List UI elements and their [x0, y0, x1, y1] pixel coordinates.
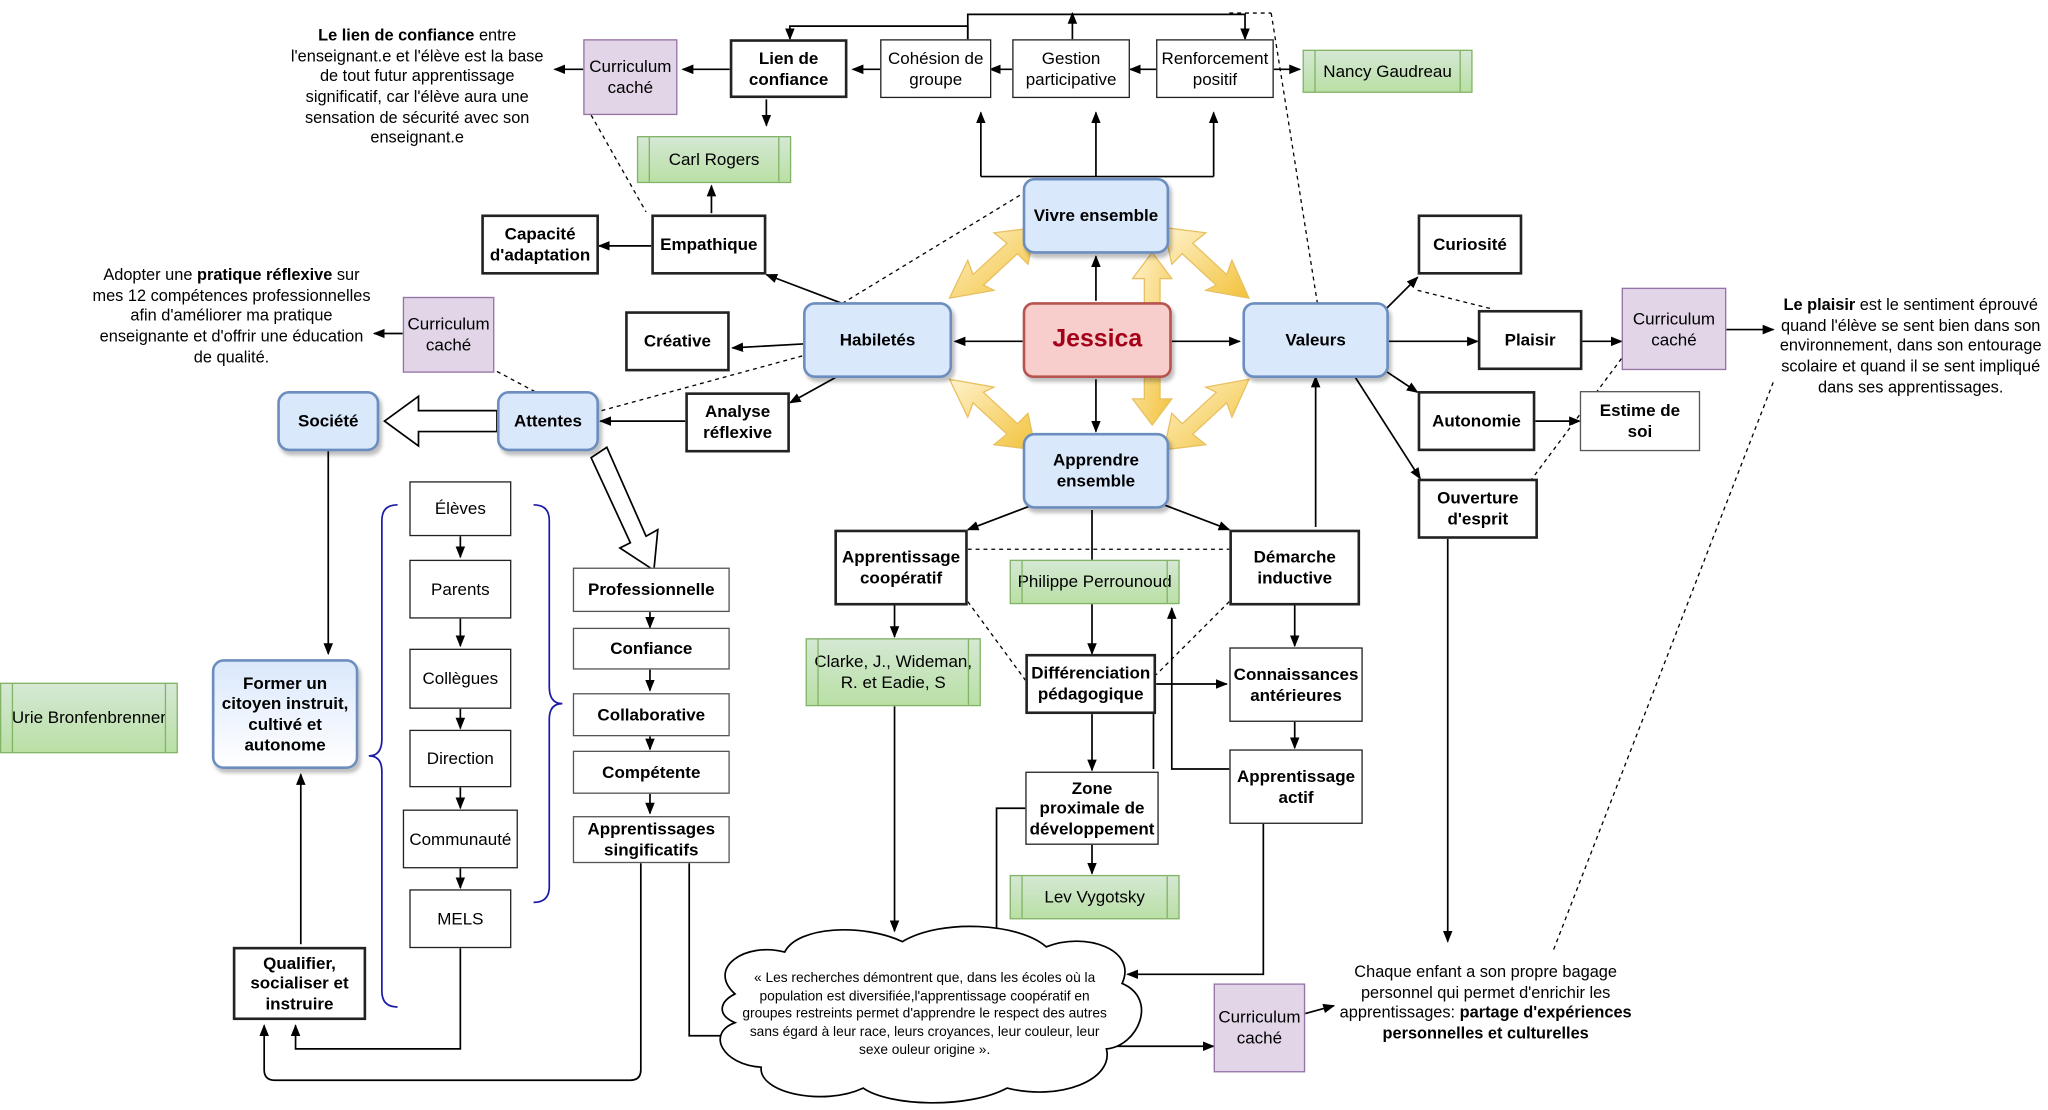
- attentes-node[interactable]: Attentes: [496, 391, 599, 452]
- yellow-arrow-se: [1163, 378, 1251, 451]
- urie-bronfenbrenner-node[interactable]: Urie Bronfenbrenner: [0, 682, 178, 754]
- carl-rogers-node[interactable]: Carl Rogers: [636, 136, 792, 184]
- philippe-perrounoud-node[interactable]: Philippe Perrounoud: [1009, 559, 1180, 605]
- valeurs-node[interactable]: Valeurs: [1242, 302, 1389, 378]
- note-plaisir-rest: est le sentiment éprouvé quand l'élève s…: [1779, 295, 2042, 396]
- estime-de-soi-node[interactable]: Estime de soi: [1579, 391, 1701, 452]
- apprendre-ensemble-node[interactable]: Apprendre ensemble: [1022, 432, 1170, 509]
- note-bagage-personnel: Chaque enfant a son propre bagage person…: [1337, 963, 1635, 1045]
- apprentissage-actif-node[interactable]: Apprentissage actif: [1229, 749, 1363, 824]
- note-plaisir-bold: Le plaisir: [1783, 295, 1856, 314]
- hollow-arrow-to-societe: [383, 394, 498, 448]
- note-plaisir: Le plaisir est le sentiment éprouvé quan…: [1773, 296, 2048, 398]
- curriculum-cache-node-3[interactable]: Curriculum caché: [1621, 287, 1727, 371]
- curriculum-cache-node-4[interactable]: Curriculum caché: [1213, 983, 1306, 1073]
- right-brace: [533, 503, 563, 904]
- note-pratique-rest: sur mes 12 compétences professionnelles …: [92, 265, 371, 366]
- analyse-reflexive-node[interactable]: Analyse réflexive: [685, 392, 790, 453]
- curiosite-node[interactable]: Curiosité: [1417, 214, 1523, 275]
- yellow-double-arrows: [948, 226, 1251, 451]
- ouverture-esprit-node[interactable]: Ouverture d'esprit: [1417, 478, 1538, 539]
- parents-node[interactable]: Parents: [409, 559, 512, 619]
- apprentissage-cooperatif-node[interactable]: Apprentissage coopératif: [834, 529, 968, 606]
- collegues-node[interactable]: Collègues: [409, 648, 512, 709]
- former-citoyen-node[interactable]: Former un citoyen instruit, cultivé et a…: [211, 659, 359, 769]
- yellow-arrow-ne: [1163, 226, 1251, 300]
- apprentissages-significatifs-node[interactable]: Apprentissages singificatifs: [572, 816, 730, 864]
- confiance-node[interactable]: Confiance: [572, 627, 730, 670]
- societe-node[interactable]: Société: [277, 391, 380, 452]
- nancy-gaudreau-node[interactable]: Nancy Gaudreau: [1302, 49, 1473, 93]
- note-pratique-bold: pratique réflexive: [196, 265, 333, 284]
- gestion-participative-node[interactable]: Gestion participative: [1012, 39, 1130, 99]
- curriculum-cache-node-1[interactable]: Curriculum caché: [583, 39, 678, 116]
- note-pratique-pre: Adopter une: [103, 265, 197, 284]
- jessica-node[interactable]: Jessica: [1022, 302, 1172, 378]
- note-lien-confiance-text: entre l'enseignant.e et l'élève est la b…: [290, 26, 544, 147]
- professionnelle-node[interactable]: Professionnelle: [572, 567, 730, 613]
- autonomie-node[interactable]: Autonomie: [1417, 391, 1536, 452]
- collaborative-node[interactable]: Collaborative: [572, 693, 730, 737]
- habiletes-node[interactable]: Habiletés: [802, 302, 953, 378]
- qualifier-node[interactable]: Qualifier, socialiser et instruire: [232, 946, 367, 1021]
- creative-node[interactable]: Créative: [625, 311, 730, 372]
- lien-confiance-node[interactable]: Lien de confiance: [729, 39, 848, 99]
- eleves-node[interactable]: Élèves: [409, 481, 512, 537]
- note-bagage-bold: partage d'expériences personnelles et cu…: [1382, 1003, 1632, 1043]
- left-brace: [368, 503, 398, 1008]
- communaute-node[interactable]: Communauté: [402, 809, 518, 869]
- cohesion-groupe-node[interactable]: Cohésion de groupe: [880, 39, 992, 99]
- cloud-quote-text: « Les recherches démontrent que, dans le…: [742, 970, 1107, 1058]
- curriculum-cache-node-2[interactable]: Curriculum caché: [402, 296, 495, 373]
- hollow-arrow-to-professionnelle: [590, 445, 659, 572]
- vivre-ensemble-node[interactable]: Vivre ensemble: [1022, 177, 1170, 254]
- differenciation-pedagogique-node[interactable]: Différenciation pédagogique: [1025, 653, 1157, 715]
- plaisir-node[interactable]: Plaisir: [1477, 309, 1583, 371]
- note-lien-confiance-bold: Le lien de confiance: [318, 26, 475, 45]
- capacite-adaptation-node[interactable]: Capacité d'adaptation: [481, 214, 599, 275]
- direction-node[interactable]: Direction: [409, 729, 512, 788]
- mels-node[interactable]: MELS: [409, 889, 512, 949]
- renforcement-positif-node[interactable]: Renforcement positif: [1156, 39, 1274, 99]
- note-lien-confiance: Le lien de confiance entre l'enseignant.…: [282, 26, 551, 149]
- quote-cloud: [719, 925, 1143, 1104]
- clarke-wideman-eadie-node[interactable]: Clarke, J., Wideman, R. et Eadie, S: [805, 638, 981, 707]
- note-bagage-pre: Chaque enfant a son propre bagage person…: [1339, 962, 1617, 1022]
- demarche-inductive-node[interactable]: Démarche inductive: [1229, 529, 1361, 606]
- empathique-node[interactable]: Empathique: [651, 214, 767, 275]
- competente-node[interactable]: Compétente: [572, 750, 730, 794]
- connaissances-anterieures-node[interactable]: Connaissances antérieures: [1229, 647, 1363, 722]
- zone-proximale-node[interactable]: Zone proximale de développement: [1025, 771, 1159, 845]
- note-pratique-reflexive: Adopter une pratique réflexive sur mes 1…: [89, 265, 374, 367]
- lev-vygotsky-node[interactable]: Lev Vygotsky: [1009, 874, 1180, 920]
